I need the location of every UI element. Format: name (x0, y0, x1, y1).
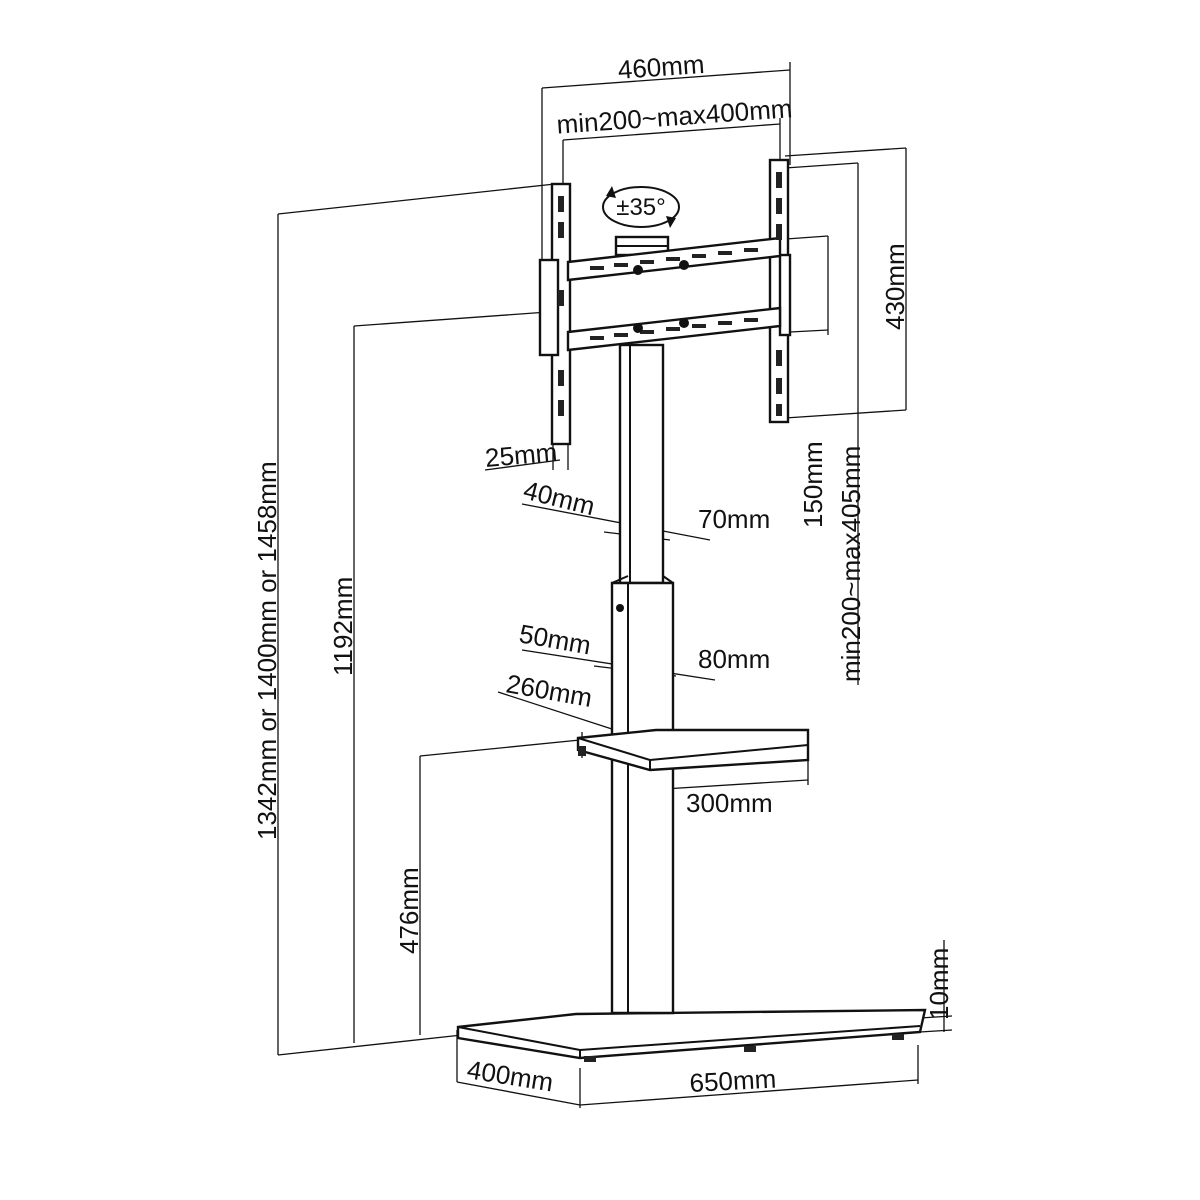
shelf (576, 728, 810, 772)
upper-column-width-label: 70mm (698, 504, 770, 534)
lower-column-width-label: 80mm (698, 644, 770, 674)
base-depth-label: 400mm (465, 1054, 555, 1097)
tilt-label: ±35° (616, 194, 665, 221)
shelf-depth-label: 260mm (504, 668, 595, 713)
rail-slots (590, 248, 758, 340)
tilt-badge: ±35° (602, 186, 680, 228)
total-height-label: 1342mm or 1400mm or 1458mm (252, 461, 282, 840)
tilt-hinge (614, 235, 670, 257)
shelf-width-label: 300mm (686, 788, 773, 818)
arm-spacing-label: 150mm (798, 441, 828, 528)
overall-width-label: 460mm (617, 49, 706, 85)
base-width-label: 650mm (689, 1063, 777, 1097)
bracket-height-label: 430mm (880, 243, 910, 330)
arm-slots (558, 172, 782, 416)
base-thickness-label: 10mm (924, 948, 954, 1020)
vesa-horizontal-label: min200~max400mm (556, 93, 794, 139)
shelf-height-label: 476mm (394, 867, 424, 954)
lower-column-depth-label: 50mm (517, 618, 593, 660)
vesa-bracket (538, 158, 792, 446)
vesa-vertical-label: min200~max405mm (836, 446, 866, 682)
base-plate (456, 1008, 927, 1062)
bracket-depth-label: 25mm (484, 437, 559, 473)
dimension-lines (277, 62, 953, 1108)
screen-center-height-label: 1192mm (328, 577, 358, 676)
tilt-arrow-icon (606, 186, 616, 198)
tilt-arrow-icon-2 (666, 216, 676, 228)
column (610, 343, 675, 1015)
upper-column-depth-label: 40mm (521, 475, 598, 522)
